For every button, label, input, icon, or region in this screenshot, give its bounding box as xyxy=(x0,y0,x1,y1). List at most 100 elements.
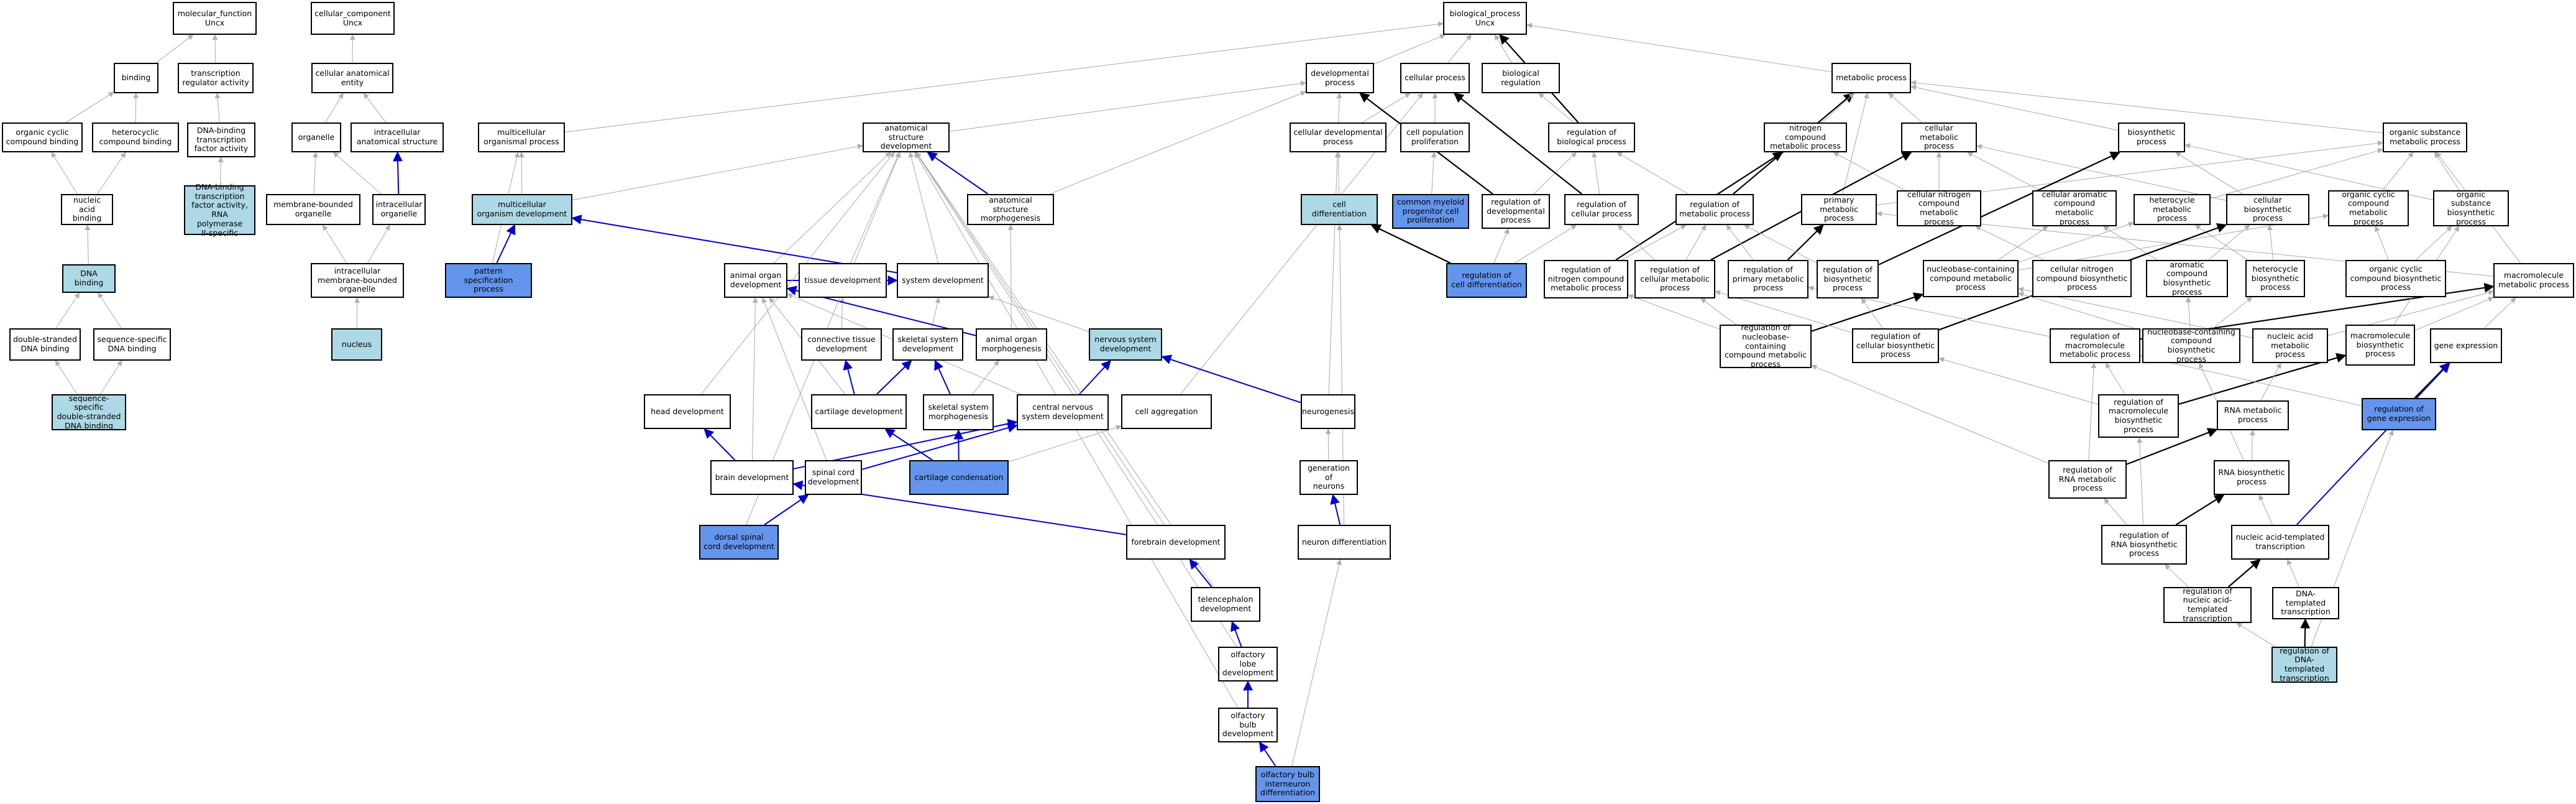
go-term-cell-met: cellular metabolic process xyxy=(1901,122,1977,152)
go-term-cc: cellular_component Uncx xyxy=(311,2,395,35)
go-term-animal-organ-dev: animal organ development xyxy=(724,263,787,298)
go-term-org-cyc-bind: organic cyclic compound binding xyxy=(2,122,83,152)
go-term-reg-dna-tt: regulation of DNA-templated transcriptio… xyxy=(2271,646,2337,683)
edge-reg-cell-proc-to-reg-bio xyxy=(1591,152,1600,195)
edge-intra-mem-org-to-mem-org xyxy=(323,224,347,264)
edge-brain-dev-to-animal-organ-dev xyxy=(751,297,758,461)
edge-nat-to-gene-expr xyxy=(2296,362,2450,525)
edge-reg-rna-bios-to-reg-rna-met xyxy=(2104,498,2127,525)
go-term-nat: nucleic acid-templated transcription xyxy=(2231,525,2329,560)
edge-olf-interneuron-to-olf-bulb xyxy=(1258,741,1277,767)
go-term-seq-dna: sequence-specific DNA binding xyxy=(93,328,171,361)
edge-reg-bio-to-bio-reg xyxy=(1538,93,1574,123)
edge-rna-bios-to-rna-met xyxy=(2249,430,2255,461)
go-term-cmp: common myeloid progenitor cell prolifera… xyxy=(1392,194,1469,229)
go-term-reg-gene-expr: regulation of gene expression xyxy=(2362,398,2436,430)
edge-reg-macro-bios-to-macro-bios xyxy=(2178,353,2347,405)
go-term-reg-nat: regulation of nucleic acid-templated tra… xyxy=(2163,586,2252,623)
edge-cell-dev-proc-to-cell-proc xyxy=(1362,93,1411,123)
edge-olf-interneuron-to-neuron-diff xyxy=(1291,559,1342,767)
edge-org-sub-met-to-metabolic xyxy=(1910,80,2383,134)
edge-reg-cell-proc-to-cell-proc xyxy=(1453,93,1583,195)
go-term-conn-tissue: connective tissue development xyxy=(801,328,882,361)
edge-head-dev-to-anat-dev xyxy=(700,152,895,395)
go-term-spinal-dev: spinal cord development xyxy=(805,460,862,495)
edge-nucleobase-bios-to-arom-bios xyxy=(2185,297,2191,329)
go-term-reg-bios: regulation of biosynthetic process xyxy=(1817,260,1879,298)
edge-org-cyc-met-to-org-sub-met xyxy=(2382,152,2414,191)
go-term-reg-rna-bios: regulation of RNA biosynthetic process xyxy=(2101,525,2187,565)
go-term-nucacid-met: nucleic acid metabolic process xyxy=(2252,328,2328,363)
edge-system-dev-to-anat-dev xyxy=(908,152,939,264)
edge-intra-org-to-intra-anat xyxy=(392,151,403,195)
edge-gene-expr-to-macromol-met xyxy=(2483,297,2516,329)
edge-macro-bios-to-macromol-met xyxy=(2414,297,2494,331)
edge-skel-morph-to-animal-organ-morph xyxy=(972,360,999,395)
go-term-forebrain: forebrain development xyxy=(1126,525,1226,560)
go-term-head-dev: head development xyxy=(644,394,731,429)
go-term-arom-bios: aromatic compound biosynthetic process xyxy=(2146,260,2228,297)
edge-org-sub-bios-to-org-sub-met xyxy=(2434,152,2460,191)
go-term-metabolic: metabolic process xyxy=(1831,63,1911,93)
edge-cartilage-dev-to-skel-dev xyxy=(876,359,912,395)
go-term-prim-met: primary metabolic process xyxy=(1801,194,1877,225)
edge-reg-macro-bios-to-reg-macro-met xyxy=(2105,363,2125,395)
go-term-reg-nit-met: regulation of nitrogen compound metaboli… xyxy=(1544,260,1628,298)
go-term-olf-interneuron: olfactory bulb interneuron differentiati… xyxy=(1255,766,1320,802)
edge-conn-tissue-to-tissue-dev xyxy=(839,297,845,329)
edge-nuc-acid-bind-to-org-cyc-bind xyxy=(51,152,78,195)
go-term-cell-nit-met: cellular nitrogen compound metabolic pro… xyxy=(1897,190,1981,226)
go-term-dna-binding: DNA binding xyxy=(62,264,116,293)
edge-reg-bios-to-reg-met xyxy=(1743,224,1817,264)
edge-arom-bios-to-cell-bios xyxy=(2208,224,2250,261)
edge-nitrogen-met-to-metabolic xyxy=(1822,93,1855,123)
go-term-macromol-met: macromolecule metabolic process xyxy=(2493,263,2574,298)
edge-anat-morph-to-dev-proc xyxy=(1049,91,1306,195)
edge-reg-cell-diff-to-reg-dev xyxy=(1493,228,1510,264)
edge-cell-met-to-metabolic xyxy=(1888,93,1922,123)
edge-intra-org-to-organelle xyxy=(332,152,382,195)
go-term-neurogenesis: neurogenesis xyxy=(1301,394,1355,429)
edge-biosynthetic-to-metabolic xyxy=(1910,85,2119,131)
go-term-olf-bulb: olfactory bulb development xyxy=(1218,708,1278,742)
go-term-reg-macro-met: regulation of macromolecule metabolic pr… xyxy=(2050,328,2140,363)
edge-multi-org-proc-to-bp xyxy=(564,21,1444,132)
go-term-mf: molecular_function Uncx xyxy=(173,2,257,35)
edge-binding-to-mf xyxy=(155,34,194,63)
edge-nucleobase-bios-to-nucleobase-met xyxy=(2018,292,2143,331)
go-term-cell-agg: cell aggregation xyxy=(1121,394,1212,429)
edge-trans-reg-to-mf xyxy=(212,34,218,63)
edge-reg-cell-met-to-reg-cell-proc xyxy=(1617,224,1655,261)
edge-cell-diff-to-cell-dev-proc xyxy=(1336,152,1342,195)
go-term-binding: binding xyxy=(114,63,158,93)
go-term-bio-reg: biological regulation xyxy=(1482,63,1560,93)
edge-cell-nit-bios-to-cell-nit-met xyxy=(1975,226,2045,261)
edge-ds-dna-to-dna-binding xyxy=(55,292,80,329)
edge-arom-bios-to-cell-arom-met xyxy=(2102,226,2158,261)
go-term-dorsal-spinal: dorsal spinal cord development xyxy=(699,525,779,560)
edge-neuron-diff-to-gen-neurons xyxy=(1330,494,1341,525)
go-term-org-sub-met: organic substance metabolic process xyxy=(2383,122,2467,152)
edge-multi-org-dev-to-multi-org-proc xyxy=(518,152,525,195)
edge-dnab-tf-pol2-to-dnab-tf xyxy=(218,157,224,186)
edge-org-cyc-bind-to-binding xyxy=(65,91,114,123)
go-term-intra-anat: intracellular anatomical structure xyxy=(351,122,444,152)
go-term-organelle: organelle xyxy=(291,122,341,152)
edge-reg-prim-met-to-reg-met xyxy=(1726,224,1754,261)
edge-dev-proc-to-bp xyxy=(1373,34,1446,65)
edge-nuc-acid-bind-to-het-bind xyxy=(97,152,126,195)
go-term-telencephalon: telencephalon development xyxy=(1191,587,1260,622)
edge-nerv-dev-to-system-dev xyxy=(988,295,1089,332)
go-term-intra-mem-org: intracellular membrane-bounded organelle xyxy=(311,263,404,298)
edge-reg-rna-met-to-rna-met xyxy=(2126,428,2218,465)
go-term-gene-expr: gene expression xyxy=(2430,328,2502,363)
go-term-reg-cell-met: regulation of cellular metabolic process xyxy=(1634,260,1715,298)
go-term-rna-bios: RNA biosynthetic process xyxy=(2214,460,2290,495)
edge-animal-organ-dev-to-anat-dev xyxy=(774,152,891,264)
edge-prim-met-to-metabolic xyxy=(1842,93,1869,195)
go-term-reg-prim-met: regulation of primary metabolic process xyxy=(1728,260,1808,298)
edge-reg-nucleobase-to-nucleobase-met xyxy=(1811,292,1924,332)
edge-organelle-to-cell-anat xyxy=(325,93,344,123)
edge-org-cyc-bios-to-org-cyc-met xyxy=(2375,226,2389,261)
edge-reg-rna-met-to-reg-macro-met xyxy=(2088,363,2097,461)
